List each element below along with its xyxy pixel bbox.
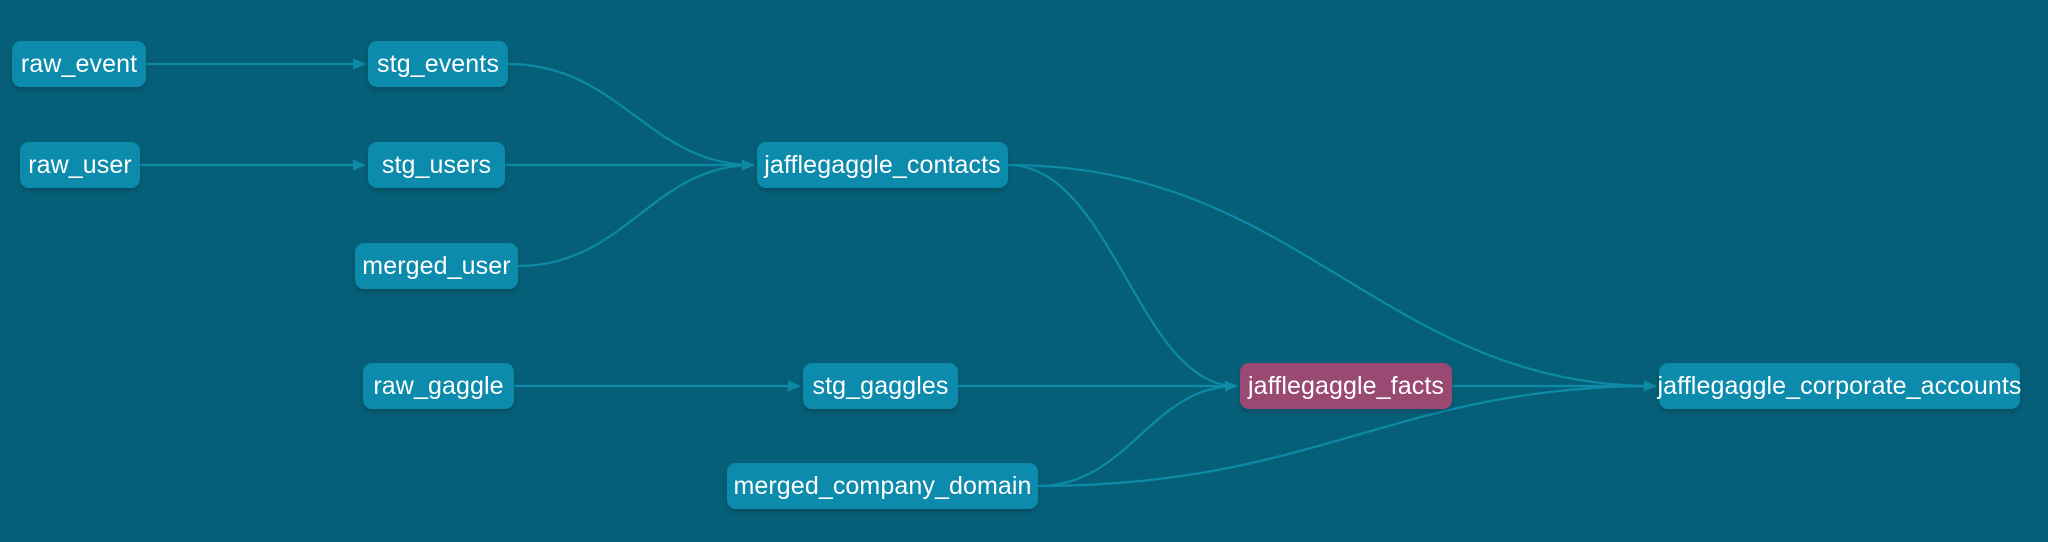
arrowhead-raw_gaggle-to-stg_gaggles <box>788 380 801 392</box>
node-merged_user[interactable]: merged_user <box>355 243 518 289</box>
arrowhead-raw_event-to-stg_events <box>353 58 366 70</box>
node-label: raw_user <box>28 150 132 179</box>
node-label: stg_users <box>381 150 492 179</box>
node-jafflegaggle_facts[interactable]: jafflegaggle_facts <box>1240 363 1452 409</box>
edge-merged_user-to-jafflegaggle_contacts <box>516 163 755 268</box>
node-raw_event[interactable]: raw_event <box>12 41 146 87</box>
node-stg_events[interactable]: stg_events <box>368 41 508 87</box>
arrowhead-jafflegaggle_facts-to-jafflegaggle_corporate_accounts <box>1644 380 1657 392</box>
node-label: stg_events <box>377 49 499 78</box>
node-stg_users[interactable]: stg_users <box>368 142 505 188</box>
node-merged_company_domain[interactable]: merged_company_domain <box>727 463 1038 509</box>
node-jafflegaggle_contacts[interactable]: jafflegaggle_contacts <box>757 142 1008 188</box>
arrowhead-stg_users-to-jafflegaggle_contacts <box>742 159 755 171</box>
node-raw_user[interactable]: raw_user <box>20 142 140 188</box>
node-label: merged_company_domain <box>733 471 1032 500</box>
node-label: stg_gaggles <box>812 371 949 400</box>
node-raw_gaggle[interactable]: raw_gaggle <box>363 363 514 409</box>
node-label: jafflegaggle_facts <box>1248 371 1444 400</box>
edge-stg_events-to-jafflegaggle_contacts <box>506 62 755 167</box>
node-label: jafflegaggle_contacts <box>764 150 1001 179</box>
node-label: raw_gaggle <box>373 371 504 400</box>
edge-jafflegaggle_contacts-to-jafflegaggle_corporate_accounts <box>1006 163 1657 388</box>
node-label: merged_user <box>362 251 511 280</box>
node-stg_gaggles[interactable]: stg_gaggles <box>803 363 958 409</box>
arrowhead-raw_user-to-stg_users <box>353 159 366 171</box>
node-jafflegaggle_corporate_accounts[interactable]: jafflegaggle_corporate_accounts <box>1657 363 2022 409</box>
node-label: jafflegaggle_corporate_accounts <box>1657 371 2022 400</box>
edge-merged_company_domain-to-jafflegaggle_facts <box>1036 384 1238 488</box>
node-label: raw_event <box>20 49 138 78</box>
arrowhead-stg_gaggles-to-jafflegaggle_facts <box>1225 380 1238 392</box>
edge-jafflegaggle_contacts-to-jafflegaggle_facts <box>1006 163 1238 388</box>
